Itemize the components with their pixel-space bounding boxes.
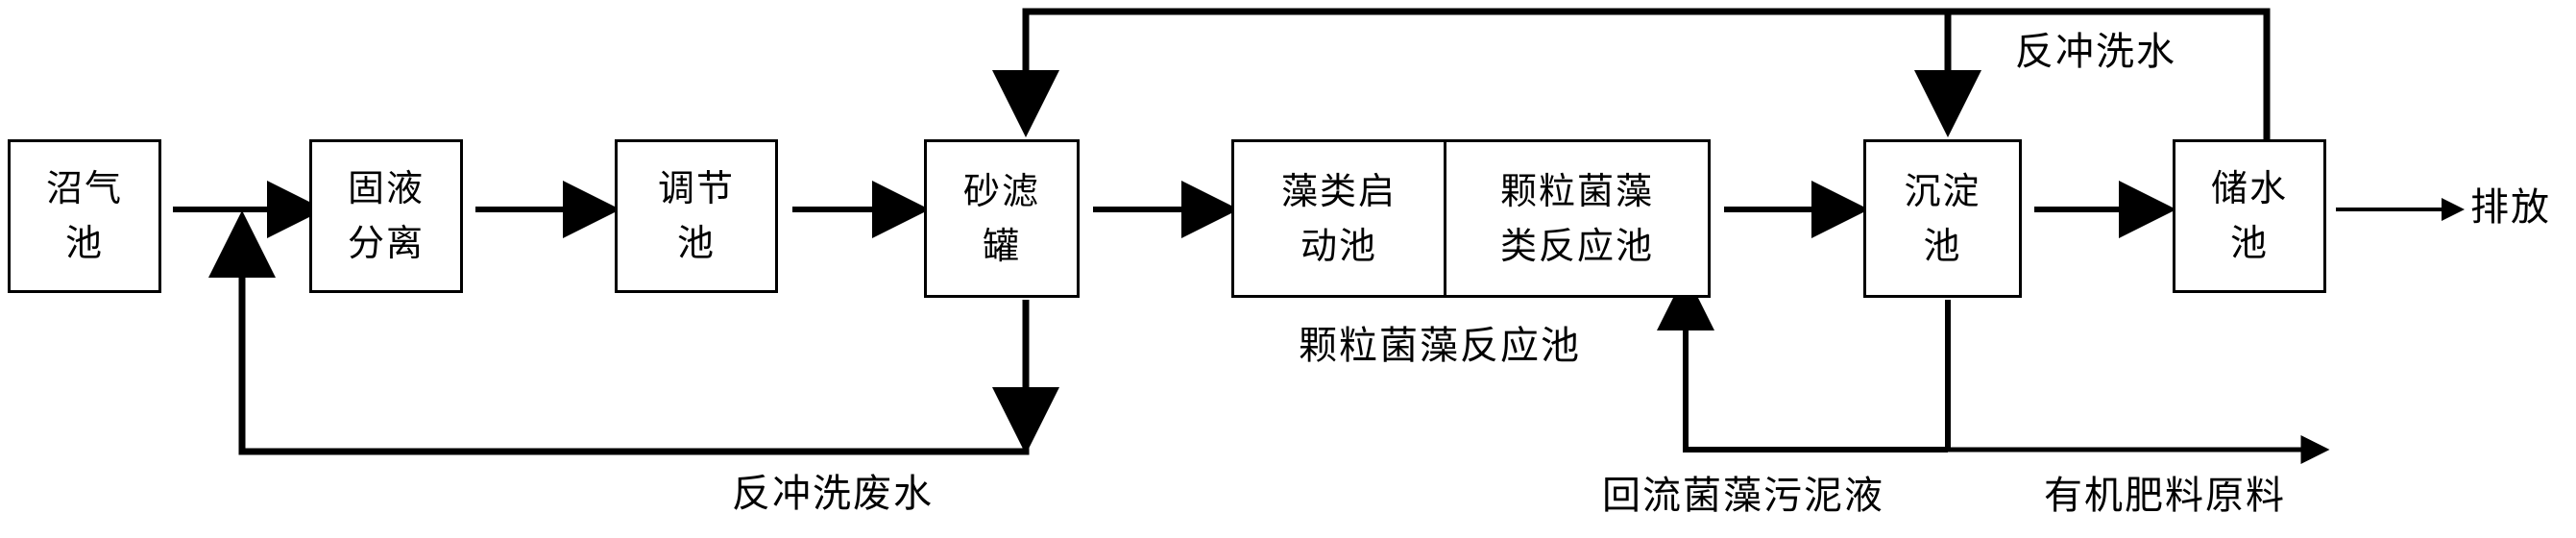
biogas-tank-node: 沼气 池	[8, 139, 161, 293]
reflux-sludge-loop	[1657, 273, 1948, 452]
backwash-water-loop	[992, 8, 2271, 139]
backwash-water-label: 反冲洗水	[2015, 30, 2176, 74]
solid-liquid-separation-node: 固液 分离	[309, 139, 463, 293]
reflux-sludge-label: 回流菌藻污泥液	[1602, 474, 1884, 518]
fertilizer-material-label: 有机肥料原料	[2044, 474, 2286, 518]
water-storage-tank-node: 储水 池	[2173, 139, 2326, 293]
regulating-tank-node: 调节 池	[615, 139, 778, 293]
algae-startup-tank-node: 藻类启 动池	[1231, 139, 1446, 298]
granular-algae-reactor-node: 颗粒菌藻 类反应池	[1444, 139, 1711, 298]
reactor-group-label: 颗粒菌藻反应池	[1299, 324, 1581, 368]
sand-filter-tank-node: 砂滤 罐	[924, 139, 1080, 298]
backwash-waste-label: 反冲洗废水	[732, 472, 934, 516]
discharge-label: 排放	[2470, 185, 2551, 230]
sedimentation-tank-node: 沉淀 池	[1863, 139, 2022, 298]
